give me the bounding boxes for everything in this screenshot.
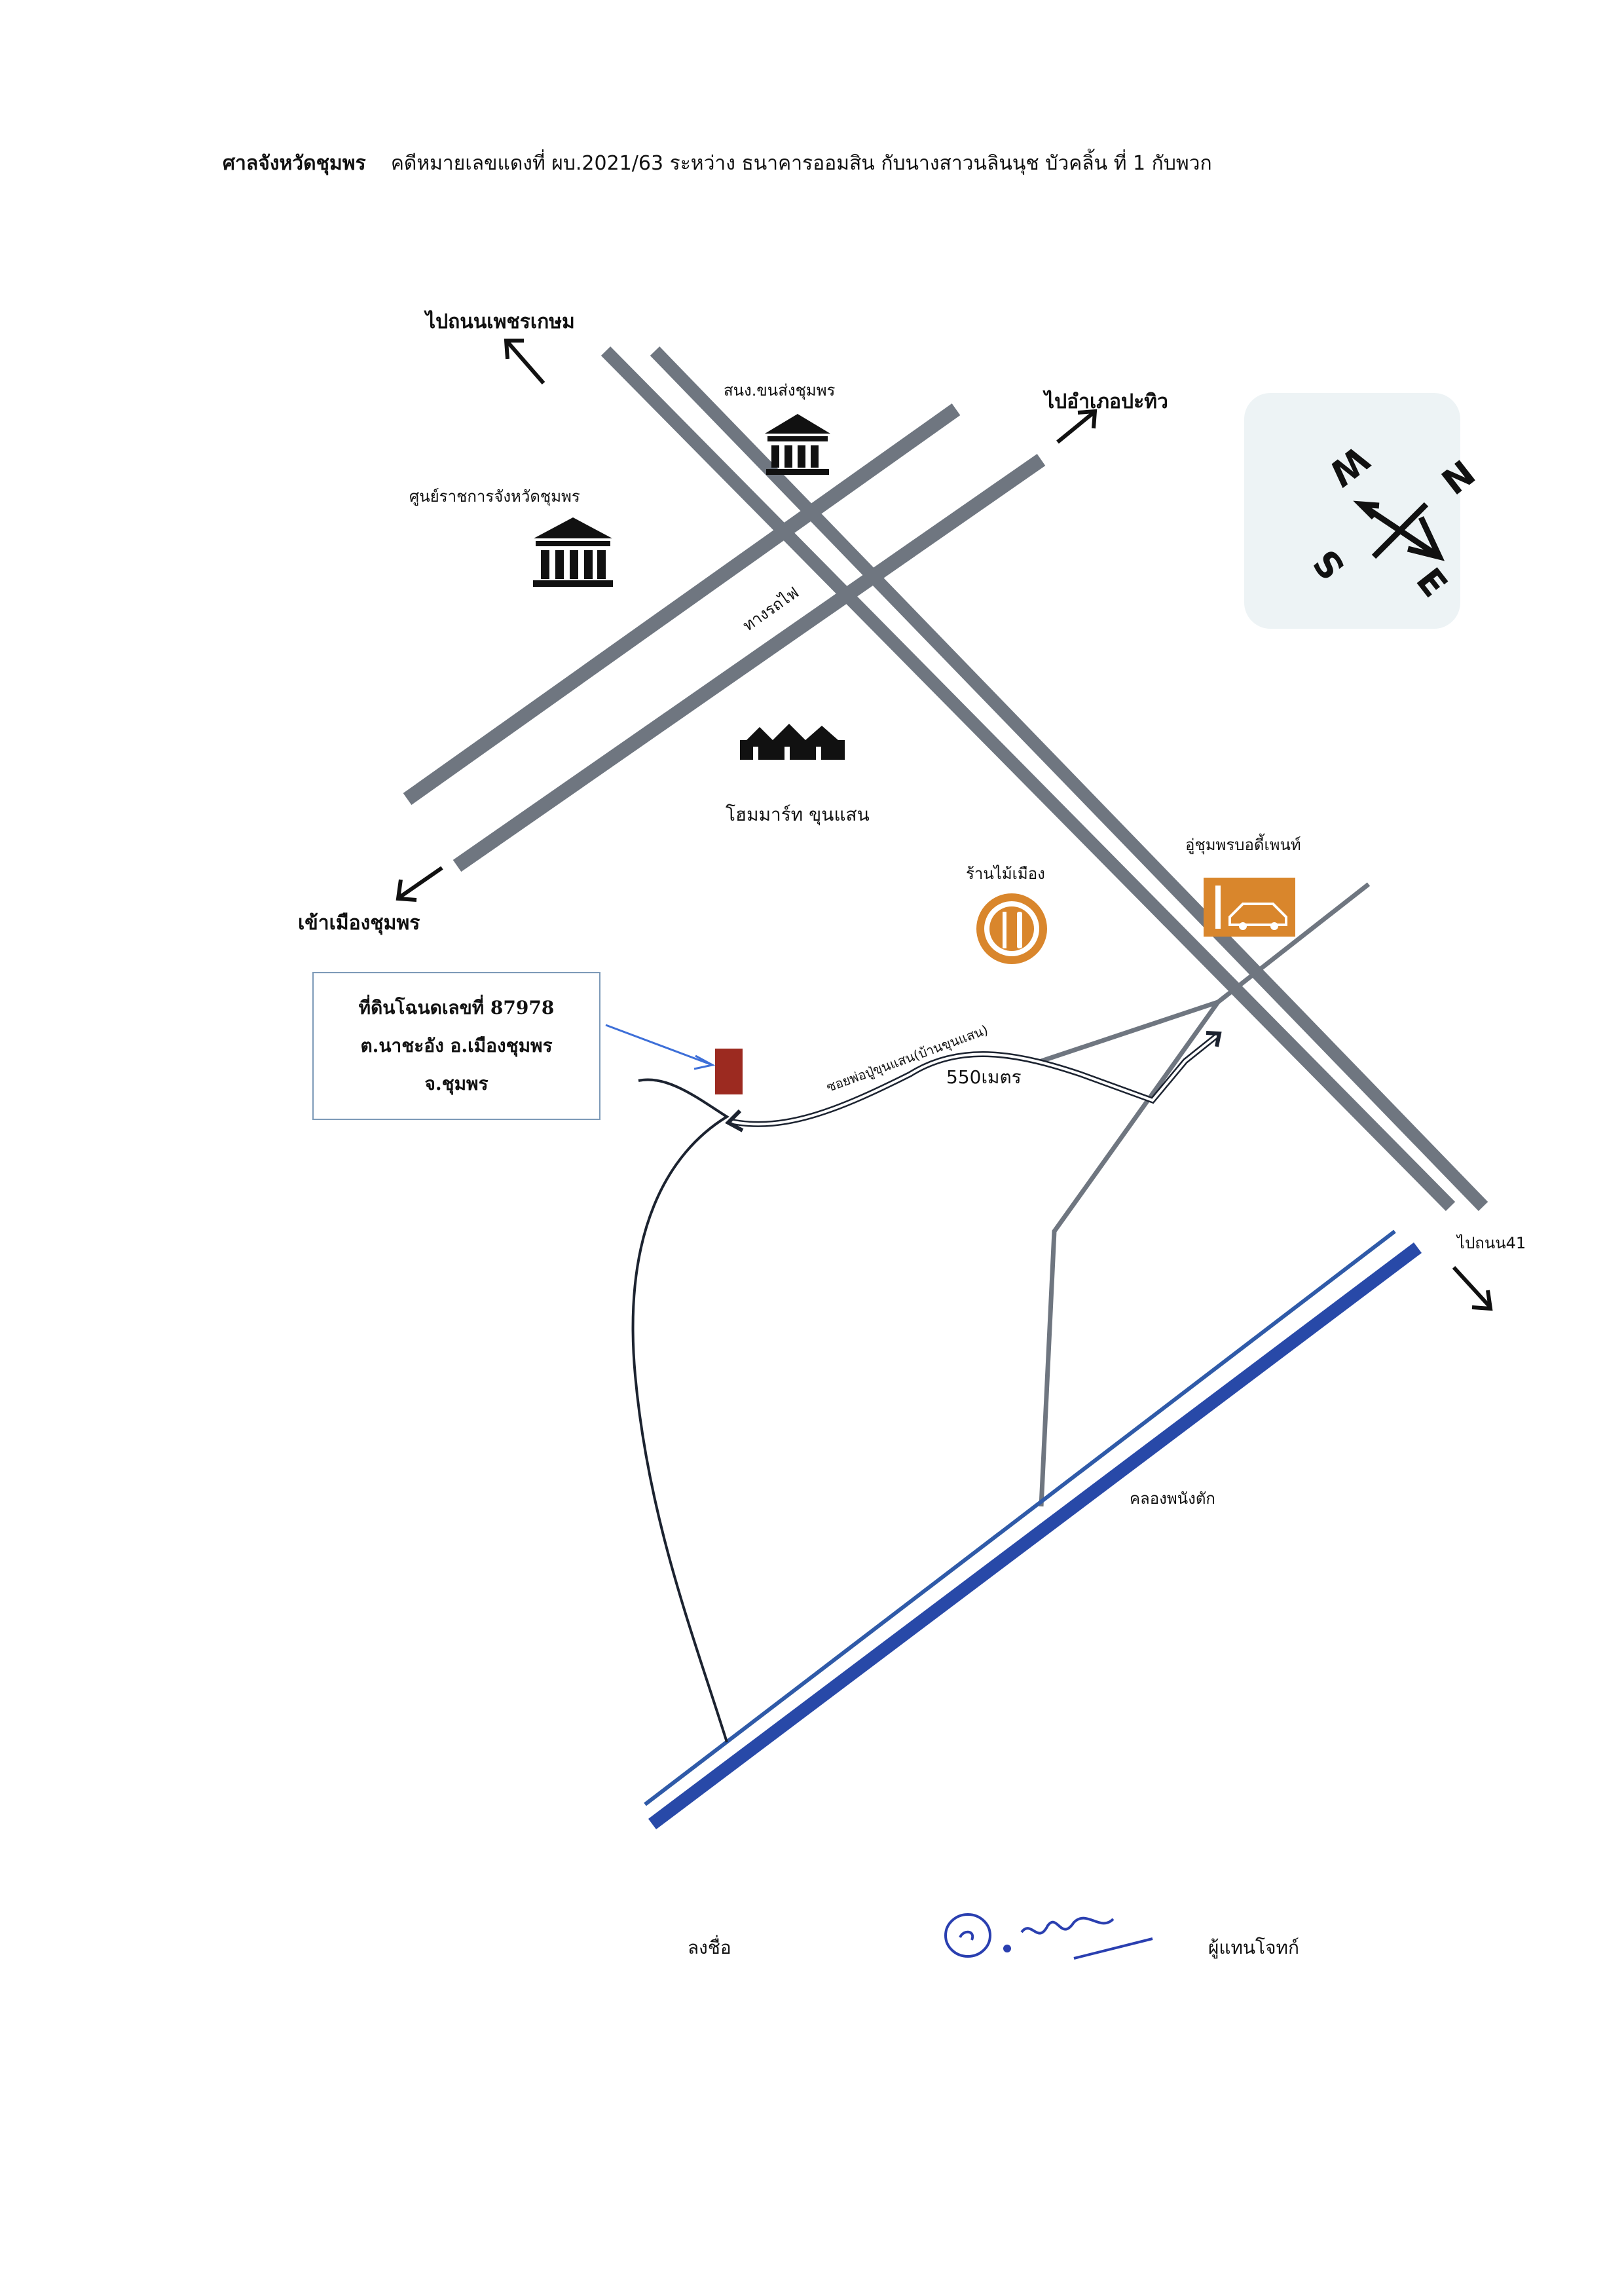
railway-line-left: [600, 346, 1456, 1212]
shop-icon: [740, 724, 845, 760]
car-repair-icon: [1204, 878, 1295, 937]
parcel-pointer-line: [605, 1024, 711, 1066]
compass-panel: [1244, 393, 1460, 629]
signature-scribble: [944, 1913, 1153, 1960]
arrow-to-city: [398, 866, 443, 899]
label-gov-center: ศูนย์ราชการจังหวัดชุมพร: [409, 487, 580, 506]
arrow-to-phetkasem: [506, 341, 545, 384]
parcel-line-3: จ.ชุมพร: [424, 1073, 489, 1094]
canal-outline: [644, 1229, 1396, 1806]
label-to-pathio: ไปอำเภอปะทิว: [1044, 390, 1168, 413]
arrowhead-to-phetkasem: [504, 339, 524, 360]
label-to-phetkasem: ไปถนนเพชรเกษม: [426, 310, 575, 333]
road-north: [403, 403, 961, 805]
arrowhead-to-road41: [1471, 1290, 1493, 1311]
arrowhead-to-city: [396, 879, 417, 902]
soi-arrowhead-east: [1206, 1031, 1222, 1047]
boundary-path: [631, 1078, 729, 1743]
court-name: ศาลจังหวัดชุมพร: [223, 152, 366, 175]
government-building-icon: [765, 414, 830, 475]
parcel-line-2: ต.นาชะอัง อ.เมืองชุมพร: [360, 1035, 553, 1056]
restaurant-icon: [976, 893, 1047, 964]
label-canal: คลองพนังตัก: [1130, 1489, 1215, 1508]
label-transport-office: สนง.ขนส่งชุมพร: [724, 381, 836, 400]
label-distance: 550เมตร: [946, 1066, 1022, 1088]
location-pin-icon: [715, 1049, 743, 1094]
label-restaurant: ร้านไม้เมือง: [966, 865, 1045, 883]
parcel-pointer-head: [693, 1054, 716, 1070]
soi-arrowhead-west: [725, 1109, 744, 1132]
local-road-lower: [1039, 1000, 1220, 1507]
case-text: คดีหมายเลขแดงที่ ผบ.2021/63 ระหว่าง ธนาค…: [390, 152, 1212, 175]
label-to-road41: ไปถนน41: [1457, 1234, 1526, 1252]
signer-role: ผู้แทนโจทก์: [1208, 1937, 1299, 1958]
document-header: ศาลจังหวัดชุมพร คดีหมายเลขแดงที่ ผบ.2021…: [223, 148, 1212, 179]
canal-line: [648, 1242, 1422, 1829]
arrow-to-road41: [1452, 1265, 1492, 1309]
label-to-city: เข้าเมืองชุมพร: [298, 912, 420, 935]
parcel-line-1: ที่ดินโฉนดเลขที่ 87978: [358, 997, 555, 1018]
label-body-paint: อู่ชุมพรบอดี้เพนท์: [1185, 836, 1301, 854]
railway-line-right: [650, 346, 1488, 1211]
label-homemart: โฮมมาร์ท ขุนแสน: [726, 804, 870, 825]
parcel-info-box: ที่ดินโฉนดเลขที่ 87978 ต.นาชะอัง อ.เมือง…: [312, 972, 600, 1120]
sign-label: ลงชื่อ: [688, 1937, 731, 1958]
soi-path-inner: [729, 1034, 1219, 1126]
compass-arrows-icon: [1353, 500, 1445, 561]
arrow-to-pathio: [1056, 411, 1095, 444]
arrowhead-to-pathio: [1077, 409, 1098, 429]
road-south: [452, 453, 1046, 872]
government-building-icon: [533, 517, 613, 587]
